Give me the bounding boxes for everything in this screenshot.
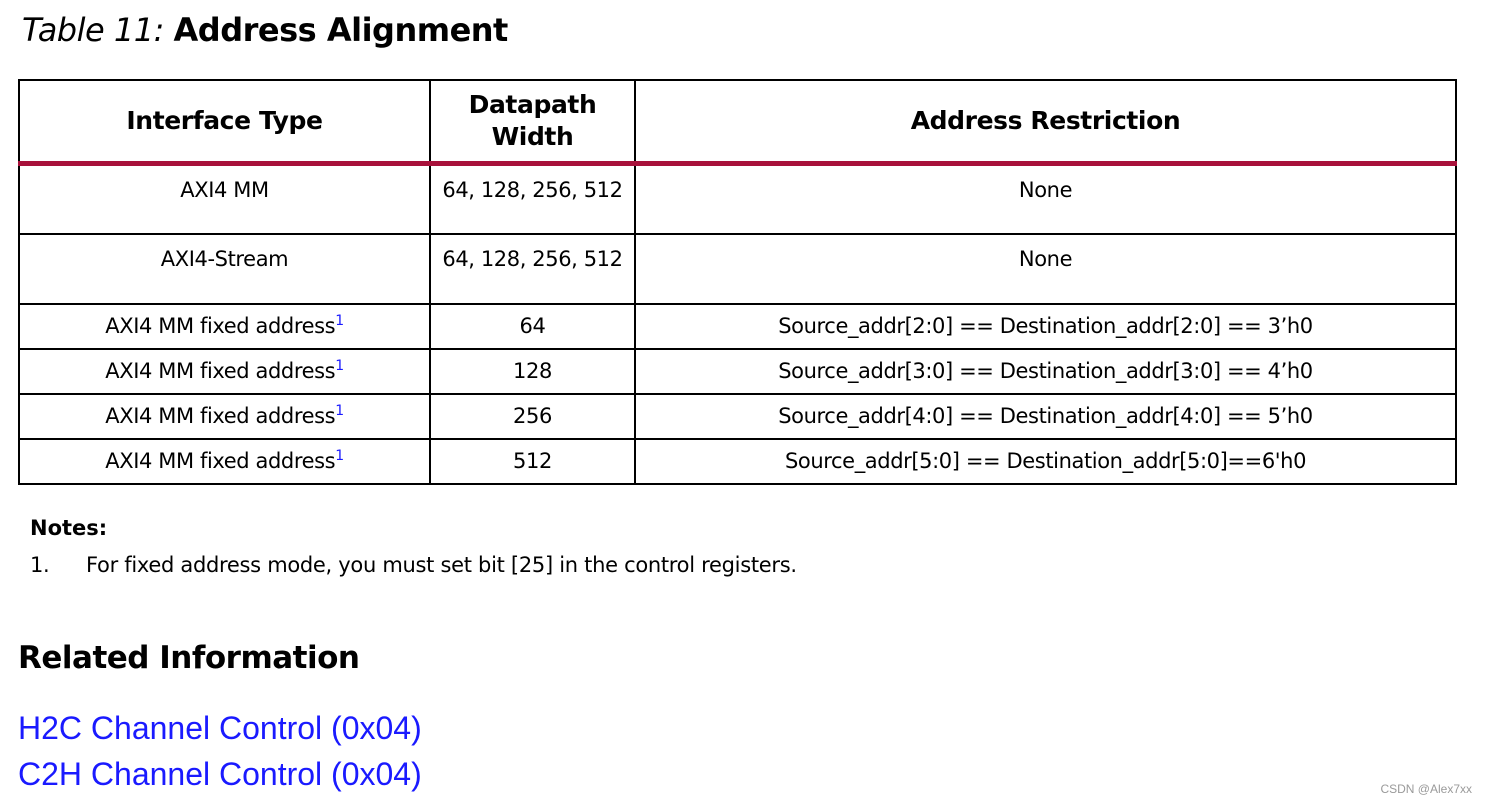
note-text: For fixed address mode, you must set bit… bbox=[86, 553, 797, 577]
interface-text: AXI4 MM fixed address bbox=[105, 314, 336, 338]
table-caption-label: Table 11: bbox=[22, 11, 164, 49]
footnote-link[interactable]: 1 bbox=[335, 313, 344, 329]
cell-width: 64, 128, 256, 512 bbox=[429, 232, 636, 305]
cell-width: 64, 128, 256, 512 bbox=[429, 162, 636, 235]
h2c-channel-control-link[interactable]: H2C Channel Control (0x04) bbox=[18, 710, 422, 746]
c2h-channel-control-link[interactable]: C2H Channel Control (0x04) bbox=[18, 756, 422, 792]
footnote-link[interactable]: 1 bbox=[335, 403, 344, 419]
cell-restriction: Source_addr[5:0] == Destination_addr[5:0… bbox=[634, 437, 1457, 485]
interface-text: AXI4 MM fixed address bbox=[105, 359, 336, 383]
table-row: AXI4 MM fixed address1 512 Source_addr[5… bbox=[18, 437, 1457, 485]
cell-interface: AXI4 MM fixed address1 bbox=[18, 347, 431, 395]
cell-interface: AXI4 MM fixed address1 bbox=[18, 302, 431, 350]
cell-interface: AXI4 MM bbox=[18, 162, 431, 235]
interface-text: AXI4-Stream bbox=[160, 246, 289, 271]
interface-text: AXI4 MM fixed address bbox=[105, 449, 336, 473]
cell-restriction: Source_addr[3:0] == Destination_addr[3:0… bbox=[634, 347, 1457, 395]
interface-text: AXI4 MM fixed address bbox=[105, 404, 336, 428]
table-row: AXI4 MM 64, 128, 256, 512 None bbox=[18, 162, 1457, 235]
cell-width: 256 bbox=[429, 392, 636, 440]
cell-interface: AXI4 MM fixed address1 bbox=[18, 392, 431, 440]
footnote-link[interactable]: 1 bbox=[335, 358, 344, 374]
footnote-link[interactable]: 1 bbox=[335, 448, 344, 464]
cell-width: 128 bbox=[429, 347, 636, 395]
related-information-heading: Related Information bbox=[18, 640, 360, 676]
table-row: AXI4-Stream 64, 128, 256, 512 None bbox=[18, 232, 1457, 305]
address-alignment-table: Interface Type Datapath Width Address Re… bbox=[18, 79, 1457, 485]
cell-restriction: None bbox=[634, 162, 1457, 235]
cell-restriction: Source_addr[2:0] == Destination_addr[2:0… bbox=[634, 302, 1457, 350]
table-row: AXI4 MM fixed address1 128 Source_addr[3… bbox=[18, 347, 1457, 395]
watermark: CSDN @Alex7xx bbox=[1380, 782, 1472, 796]
cell-width: 512 bbox=[429, 437, 636, 485]
table-caption-title: Address Alignment bbox=[173, 11, 509, 49]
table-caption: Table 11: Address Alignment bbox=[22, 10, 508, 50]
notes-list: 1. For fixed address mode, you must set b… bbox=[30, 551, 797, 579]
table-row: AXI4 MM fixed address1 256 Source_addr[4… bbox=[18, 392, 1457, 440]
header-datapath-width: Datapath Width bbox=[429, 79, 636, 166]
note-item: 1. For fixed address mode, you must set b… bbox=[30, 551, 797, 579]
notes-heading: Notes: bbox=[30, 516, 108, 540]
cell-restriction: Source_addr[4:0] == Destination_addr[4:0… bbox=[634, 392, 1457, 440]
cell-restriction: None bbox=[634, 232, 1457, 305]
note-number: 1. bbox=[30, 553, 50, 577]
header-interface-type: Interface Type bbox=[18, 79, 431, 166]
cell-interface: AXI4-Stream bbox=[18, 232, 431, 305]
cell-interface: AXI4 MM fixed address1 bbox=[18, 437, 431, 485]
cell-width: 64 bbox=[429, 302, 636, 350]
table-header-row: Interface Type Datapath Width Address Re… bbox=[18, 79, 1457, 166]
interface-text: AXI4 MM bbox=[180, 178, 269, 202]
table-row: AXI4 MM fixed address1 64 Source_addr[2:… bbox=[18, 302, 1457, 350]
header-address-restriction: Address Restriction bbox=[634, 79, 1457, 166]
